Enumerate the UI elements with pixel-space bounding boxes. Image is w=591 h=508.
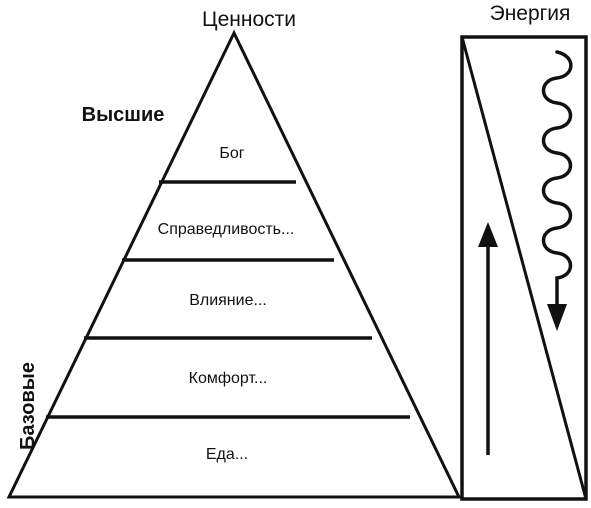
level-label-influence: Влияние... [189, 292, 267, 309]
energy-frame [460, 35, 588, 501]
pyramid-outline [6, 29, 462, 499]
energy-title: Энергия [490, 2, 571, 25]
level-label-god: Бог [219, 145, 244, 162]
energy-panel: Энергия [460, 2, 588, 501]
values-pyramid: Бог Справедливость... Влияние... Комфорт… [6, 8, 462, 499]
pyramid-title: Ценности [202, 8, 296, 31]
top-values-label: Высшие [82, 104, 165, 126]
wavy-arrow-down-icon [541, 50, 573, 331]
arrow-up-icon [478, 222, 498, 455]
level-label-comfort: Комфорт... [189, 370, 268, 387]
level-label-justice: Справедливость... [158, 221, 295, 238]
level-label-food: Еда... [206, 446, 248, 463]
base-values-label: Базовые [17, 362, 39, 450]
energy-diagonal [460, 36, 588, 500]
